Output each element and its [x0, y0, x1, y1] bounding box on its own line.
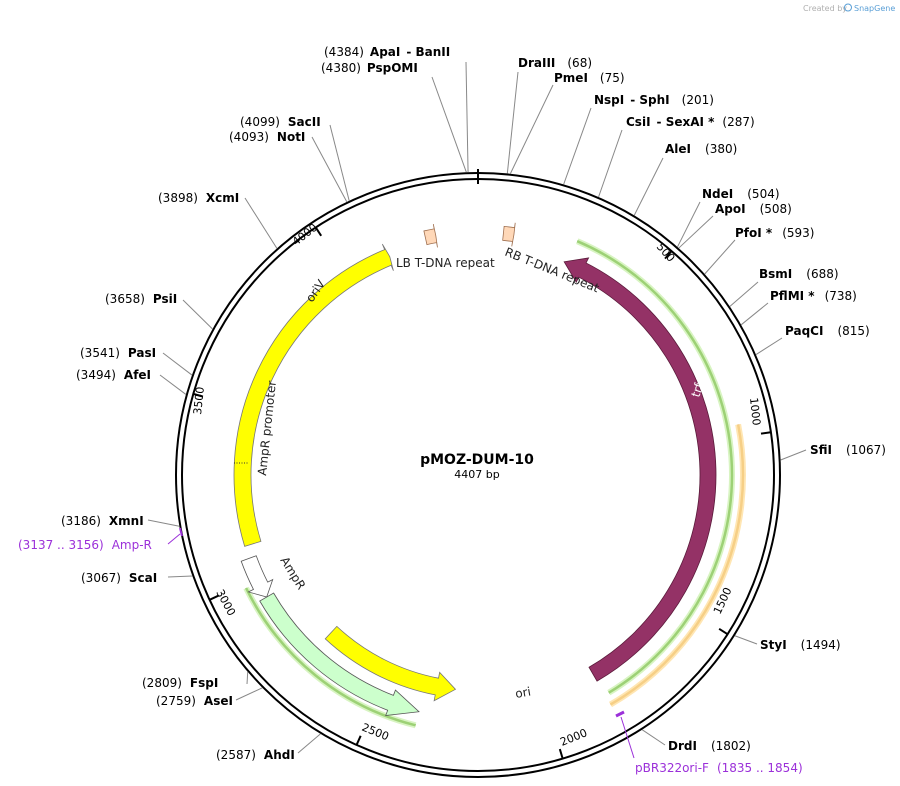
enzyme-label-csii[interactable]: CsiI- SexAI *(287): [626, 115, 755, 129]
enzyme-label-ahdi[interactable]: (2587)AhdI: [216, 748, 295, 762]
enzyme-label-draiii[interactable]: DraIII(68): [518, 56, 592, 70]
enzyme-label-psii[interactable]: (3658)PsiI: [105, 292, 177, 306]
tick-mark-2500: [355, 735, 362, 746]
pbr322-primer-mark: [615, 710, 625, 718]
rb-repeat-feature[interactable]: [502, 222, 516, 247]
tick-mark-1000: [760, 431, 772, 435]
ampr-label: AmpR: [277, 554, 308, 592]
enzyme-label-pflmi[interactable]: PflMI *(738): [770, 289, 857, 303]
primer-label-pbr322ori-f[interactable]: pBR322ori-F(1835 .. 1854): [635, 761, 803, 775]
enzyme-leader-593: [704, 239, 736, 275]
tick-mark-4000: [314, 226, 323, 237]
orange-feature-arc: [609, 424, 745, 706]
credit-text: Created by: [803, 4, 847, 13]
tick-label-2000: 2000: [558, 726, 589, 749]
enzyme-leader-287: [598, 129, 623, 198]
enzyme-leader-3658: [182, 299, 213, 330]
enzyme-leader-75: [509, 84, 554, 174]
trfa-label: trfA: [689, 373, 709, 399]
tick-label-2500: 2500: [360, 721, 391, 744]
tick-mark-3000: [209, 594, 220, 601]
tick-mark-500: [664, 250, 673, 260]
enzyme-leader-2587: [297, 733, 321, 754]
enzyme-leader-688: [729, 281, 759, 307]
tick-label-3500: 3500: [191, 386, 207, 415]
enzyme-leader-1067: [780, 449, 807, 461]
enzyme-leader-815: [755, 337, 783, 355]
enzyme-label-apoi[interactable]: ApoI(508): [715, 202, 792, 216]
orange-feature-halo: [608, 423, 746, 708]
tick-label-4000: 4000: [290, 221, 320, 248]
lb-repeat-label: LB T-DNA repeat: [396, 256, 495, 270]
enzyme-label-bsmi[interactable]: BsmI(688): [759, 267, 839, 281]
enzyme-label-scai[interactable]: (3067)ScaI: [81, 571, 157, 585]
enzyme-leader-504: [677, 201, 701, 248]
credit-brand: SnapGene: [854, 4, 895, 13]
trfa-feature[interactable]: [563, 257, 717, 682]
enzyme-leader-738: [740, 302, 769, 326]
enzyme-label-drdi[interactable]: DrdI(1802): [668, 739, 751, 753]
enzyme-leader-3186: [147, 519, 180, 527]
ampr-green-halo: [243, 586, 417, 729]
trfa-green-halo: [576, 238, 735, 696]
enzyme-label-paqci[interactable]: PaqCI(815): [785, 324, 870, 338]
enzyme-leader-380: [633, 157, 664, 216]
oriv-feature[interactable]: [233, 243, 394, 547]
enzyme-label-sacii[interactable]: (4099)SacII: [240, 115, 321, 129]
enzyme-label-sfii[interactable]: SfiI(1067): [810, 443, 886, 457]
plasmid-name: pMOZ-DUM-10: [420, 452, 534, 468]
enzyme-leader-3541: [162, 352, 193, 376]
enzyme-label-xmni[interactable]: (3186)XmnI: [61, 514, 144, 528]
enzyme-label-pasi[interactable]: (3541)PasI: [80, 346, 156, 360]
amp-r-primer-mark: [179, 527, 183, 537]
enzyme-label-alei[interactable]: AleI(380): [665, 142, 737, 156]
enzyme-label-nspi[interactable]: NspI- SphI(201): [594, 93, 714, 107]
enzyme-leader-lines: [147, 61, 807, 754]
enzyme-label-pmei[interactable]: PmeI(75): [554, 71, 625, 85]
tick-label-1000: 1000: [747, 397, 763, 426]
enzyme-leader-201: [563, 107, 592, 185]
enzyme-leader-3494: [159, 374, 187, 395]
enzyme-leader-4093: [311, 136, 348, 203]
enzyme-label-xcmi[interactable]: (3898)XcmI: [158, 191, 239, 205]
enzyme-labels: (4384)ApaI- BanII (4380)PspOMI DraIII(68…: [61, 45, 886, 762]
enzyme-label-noti[interactable]: (4093)NotI: [229, 130, 305, 144]
enzyme-label-ndei[interactable]: NdeI(504): [702, 187, 780, 201]
enzyme-leader-68: [506, 71, 519, 174]
amp-r-primer-leader: [167, 533, 181, 545]
feature-layer: [167, 222, 746, 759]
enzyme-leader-4099: [329, 124, 350, 201]
tick-mark-2000: [558, 748, 564, 759]
enzyme-label-apai[interactable]: (4384)ApaI- BanII: [324, 45, 450, 59]
plasmid-length: 4407 bp: [454, 468, 499, 481]
tick-labels: 500 1000 1500 2000 2500 3000 3500 4000: [191, 221, 763, 749]
pbr322-primer-leader: [620, 716, 635, 759]
enzyme-leader-3898: [244, 197, 278, 249]
enzyme-label-styi[interactable]: StyI(1494): [760, 638, 841, 652]
enzyme-leader-1802: [641, 729, 666, 746]
primer-label-amp-r[interactable]: (3137 .. 3156)Amp-R: [18, 538, 152, 552]
ori-feature[interactable]: [324, 625, 457, 702]
ori-label: ori: [514, 684, 532, 700]
tick-marks: [193, 226, 772, 759]
enzyme-label-asei[interactable]: (2759)AseI: [156, 694, 233, 708]
enzyme-leader-2809: [246, 671, 249, 685]
enzyme-label-pspomi[interactable]: (4380)PspOMI: [321, 61, 418, 75]
enzyme-leader-508: [678, 215, 714, 249]
enzyme-label-afei[interactable]: (3494)AfeI: [76, 368, 151, 382]
enzyme-leader-4384: [465, 61, 469, 173]
ampr-feature[interactable]: [259, 592, 420, 716]
tick-mark-1500: [718, 627, 729, 636]
lb-repeat-feature[interactable]: [423, 223, 438, 248]
tick-mark-3500: [193, 392, 204, 398]
enzyme-leader-1494: [734, 635, 758, 645]
enzyme-leader-3067: [167, 575, 193, 578]
snapgene-logo-icon: [844, 3, 852, 12]
enzyme-leader-2759: [235, 687, 263, 701]
amp-promoter-feature[interactable]: [240, 555, 274, 598]
enzyme-label-pfoi[interactable]: PfoI *(593): [735, 226, 814, 240]
enzyme-label-fspi[interactable]: (2809)FspI: [142, 676, 218, 690]
enzyme-leader-4380: [431, 76, 467, 173]
